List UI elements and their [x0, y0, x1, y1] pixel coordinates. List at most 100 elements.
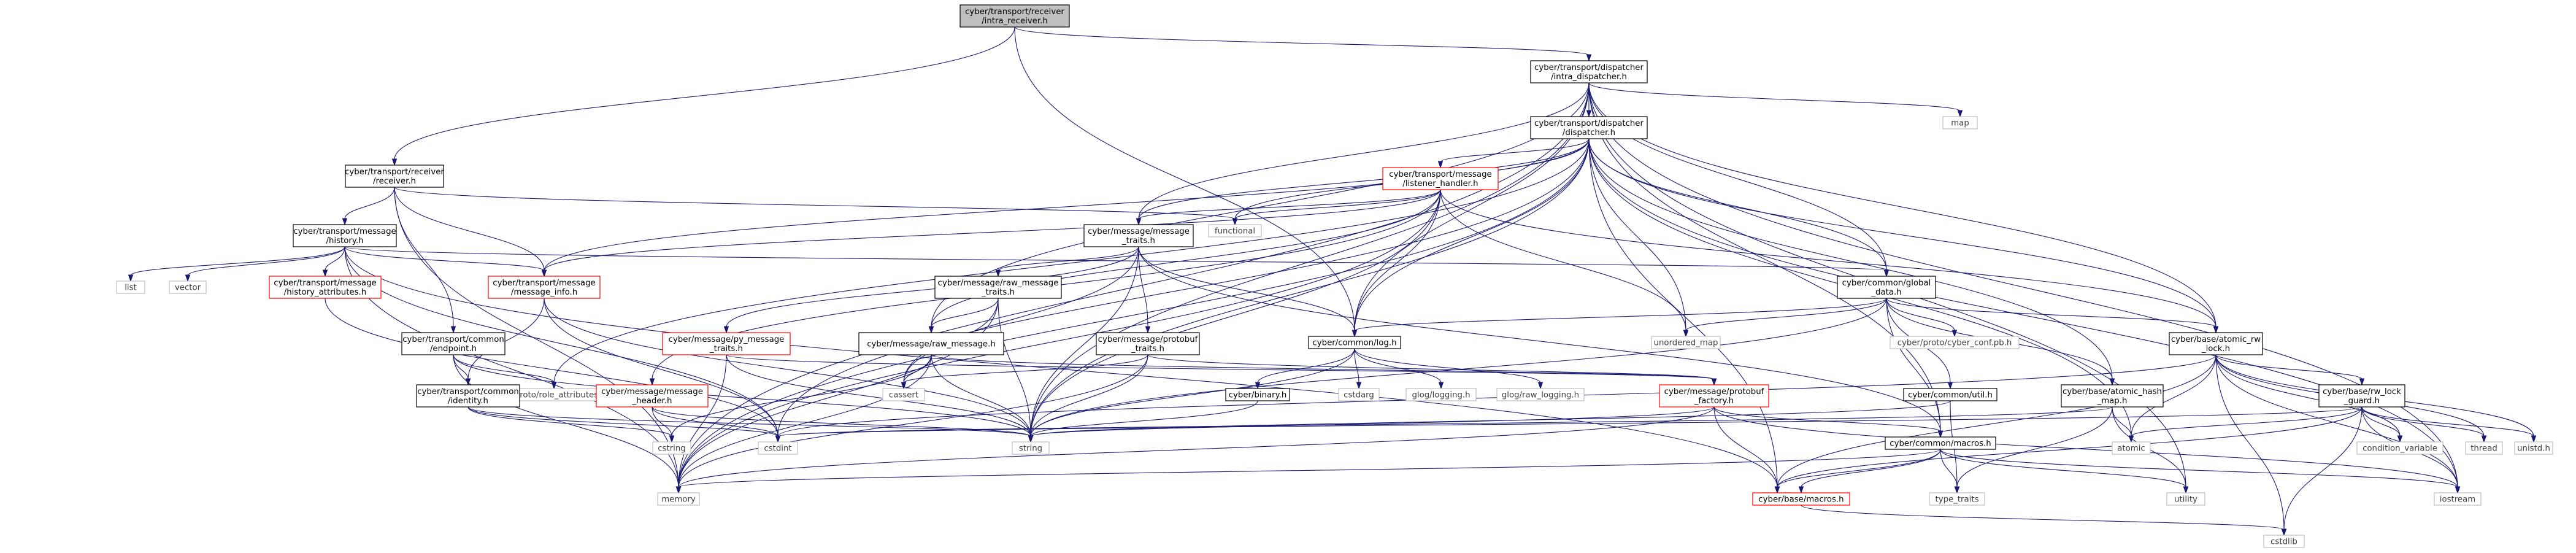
edge-line	[2361, 406, 2534, 437]
arrowhead-icon	[551, 382, 557, 390]
node-label: cstring	[658, 444, 685, 454]
edge-line	[544, 138, 1590, 271]
node-label: cyber/proto/role_attributes.pb.h	[489, 391, 619, 400]
edge-recv-to-functional	[394, 187, 1238, 226]
node-hashmap[interactable]: cyber/base/atomic_hash_map.h	[2061, 384, 2164, 408]
node-box	[652, 441, 691, 455]
edge-line	[2112, 406, 2132, 437]
edge-atomicrw-to-cstdlib	[2215, 354, 2287, 536]
edge-line	[467, 406, 779, 437]
node-box	[1837, 276, 1936, 299]
node-label: _traits.h	[981, 288, 1015, 297]
node-disp[interactable]: cyber/transport/dispatcher/dispatcher.h	[1530, 116, 1648, 139]
edge-idisp-to-memory	[675, 82, 1590, 494]
node-label: cyber/base/rw_lock	[2323, 387, 2401, 396]
node-identity[interactable]: cyber/transport/common/identity.h	[416, 384, 520, 408]
node-label: vector	[175, 284, 201, 293]
edge-line	[1886, 298, 1941, 432]
arrowhead-icon	[2183, 486, 2189, 494]
arrowhead-icon	[2359, 378, 2365, 386]
edge-hashmap-to-typetraits	[1954, 406, 2113, 494]
node-confpb: cyber/proto/cyber_conf.pb.h	[1890, 336, 2020, 349]
edge-basemacros-to-cstdlib	[1801, 505, 2287, 536]
node-log[interactable]: cyber/common/log.h	[1308, 336, 1401, 349]
node-label: iostream	[2440, 495, 2475, 505]
edge-log-to-glog	[1354, 348, 1444, 390]
node-label: _traits.h	[709, 344, 743, 354]
arrowhead-icon	[675, 486, 682, 494]
edge-line	[726, 354, 1031, 437]
node-msginfo[interactable]: cyber/transport/message/message_info.h	[488, 276, 601, 299]
node-pbtraits[interactable]: cyber/message/protobuf_traits.h	[1096, 332, 1200, 355]
node-globaldata[interactable]: cyber/common/global_data.h	[1837, 276, 1936, 299]
edge-line	[1354, 348, 1541, 384]
edge-line	[1030, 246, 1139, 437]
arrowhead-icon	[901, 382, 907, 390]
edge-line	[1138, 189, 1441, 220]
edge-line	[394, 26, 1015, 160]
edge-history-to-list	[128, 246, 345, 282]
node-label: cyber/message/py_message	[669, 335, 785, 344]
edge-line	[1354, 138, 1590, 331]
node-history[interactable]: cyber/transport/message/history.h	[293, 224, 397, 247]
node-endpoint[interactable]: cyber/transport/common/endpoint.h	[401, 332, 506, 355]
node-listener[interactable]: cyber/transport/message/listener_handler…	[1382, 167, 1499, 190]
edge-line	[671, 354, 932, 437]
arrowhead-icon	[1774, 486, 1780, 494]
node-pbfactory[interactable]: cyber/message/protobuf_factory.h	[1659, 384, 1769, 408]
edge-line	[553, 138, 1590, 384]
node-box	[2514, 441, 2553, 455]
edge-line	[1354, 298, 1887, 331]
node-msgtraits[interactable]: cyber/message/message_traits.h	[1083, 224, 1194, 247]
node-box	[401, 332, 506, 355]
node-label: cyber/common/global	[1842, 279, 1931, 288]
edge-log-to-cstdarg	[1354, 348, 1362, 390]
arrowhead-icon	[2213, 326, 2219, 334]
arrowhead-icon	[1136, 218, 1142, 226]
node-label: cyber/transport/dispatcher	[1534, 63, 1644, 72]
edge-line	[1030, 400, 1258, 437]
edge-log-to-glograw	[1354, 348, 1544, 390]
edge-line	[1030, 354, 1148, 437]
edge-line	[931, 298, 999, 328]
node-rawmsg[interactable]: cyber/message/raw_message.h	[858, 332, 1004, 355]
edge-line	[394, 187, 679, 488]
edge-line	[1030, 400, 1951, 437]
node-typetraits: type_traits	[1929, 492, 1985, 506]
arrowhead-icon	[669, 435, 675, 443]
node-label: cyber/transport/dispatcher	[1534, 119, 1644, 128]
edge-line	[544, 189, 1441, 271]
node-label: _data.h	[1870, 288, 1901, 297]
node-msgheader[interactable]: cyber/message/message_header.h	[596, 384, 709, 408]
node-atomicrw[interactable]: cyber/base/atomic_rw_lock.h	[2169, 332, 2263, 355]
edge-disp-to-listener	[1437, 138, 1590, 169]
edge-pbtraits-to-cassert	[901, 354, 1148, 390]
node-rawtraits[interactable]: cyber/message/raw_message_traits.h	[934, 276, 1062, 299]
edge-line	[544, 298, 1031, 437]
node-macros[interactable]: cyber/common/macros.h	[1885, 436, 1996, 450]
edge-msgtraits-to-pymsg	[723, 246, 1139, 334]
edge-line	[2131, 406, 2363, 437]
node-label: /history.h	[326, 236, 364, 246]
node-label: /message_info.h	[511, 288, 577, 297]
node-rwguard[interactable]: cyber/base/rw_lock_guard.h	[2318, 384, 2405, 408]
edge-line	[1014, 26, 1590, 56]
edge-line	[1886, 298, 2217, 328]
node-basemacros[interactable]: cyber/base/macros.h	[1752, 492, 1850, 506]
edge-line	[394, 187, 454, 328]
edge-line	[2215, 354, 2401, 437]
edge-history-to-histattr	[322, 246, 345, 277]
node-label: map	[1951, 119, 1969, 128]
node-recv[interactable]: cyber/transport/receiver/receiver.h	[345, 164, 444, 188]
edge-line	[998, 298, 1031, 437]
edge-globaldata-to-string	[1028, 298, 1887, 443]
node-idisp[interactable]: cyber/transport/dispatcher/intra_dispatc…	[1530, 60, 1648, 83]
node-histattr[interactable]: cyber/transport/message/history_attribut…	[269, 276, 382, 299]
edge-line	[1801, 449, 1941, 488]
node-util[interactable]: cyber/common/util.h	[1903, 388, 1997, 401]
edge-disp-to-msginfo	[541, 138, 1590, 277]
edge-line	[652, 406, 779, 437]
node-binary[interactable]: cyber/binary.h	[1225, 388, 1290, 401]
node-pymsg[interactable]: cyber/message/py_message_traits.h	[662, 332, 791, 355]
node-root[interactable]: cyber/transport/receiver/intra_receiver.…	[959, 4, 1070, 28]
